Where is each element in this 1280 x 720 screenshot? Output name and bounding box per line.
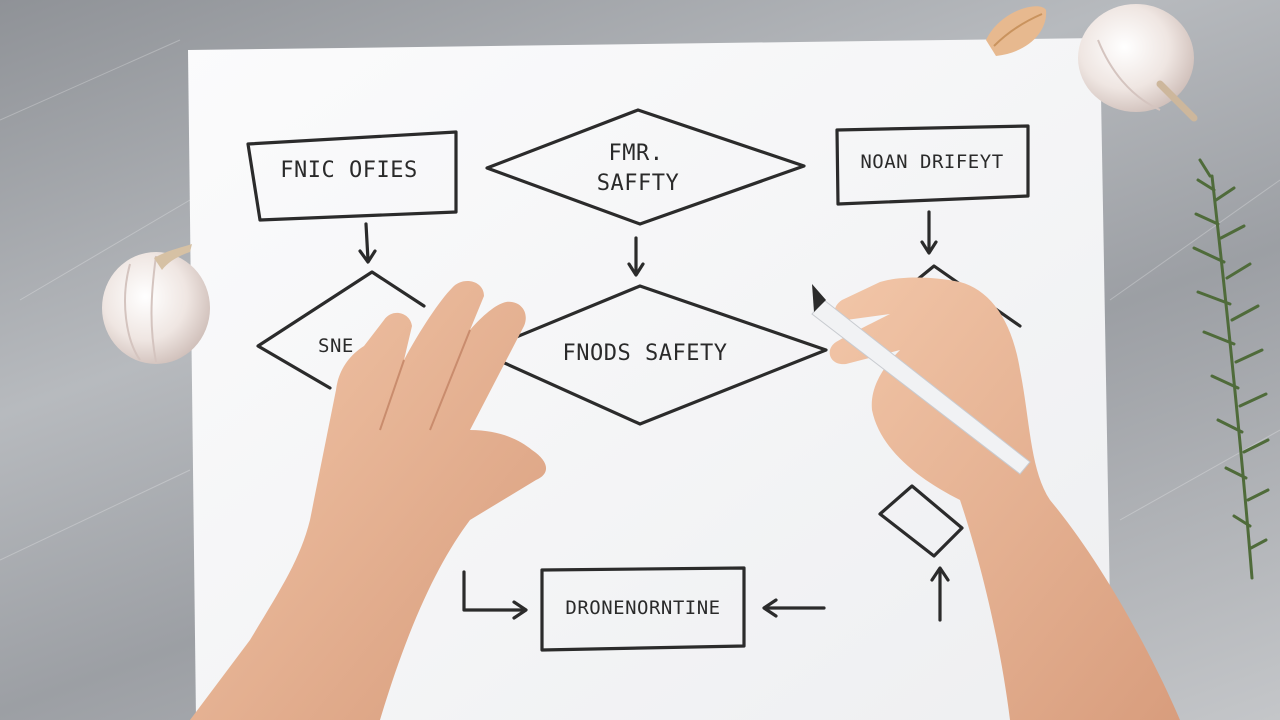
pencil <box>811 284 1031 475</box>
flowchart-box-bottom-center: DRONENORNTINE <box>540 566 746 652</box>
box-top-right-label: NOAN DRIFEYT <box>860 151 1003 173</box>
diamond-mid-left-label: SNE <box>318 335 354 357</box>
arrow-up-bottom-right <box>930 566 950 622</box>
flowchart-diamond-mid-center: FNODS SAFETY <box>478 284 828 426</box>
arrow-left-into-bottom-box <box>762 598 826 618</box>
garlic-bulb-top-right <box>1078 4 1198 122</box>
flowchart-diamond-top-center: FMR. SAFFTY <box>485 108 806 226</box>
diamond-top-center-label-line1: FMR. <box>609 141 664 166</box>
left-hand <box>190 281 547 720</box>
box-top-left-label: FNIC OFIES <box>280 158 417 183</box>
arrow-right-into-bottom-box <box>462 570 528 620</box>
flowchart-diamond-mid-left: SNE <box>256 270 426 390</box>
arrow-down-left <box>358 222 377 264</box>
flowchart-box-top-right: NOAN DRIFEYT <box>835 124 1030 206</box>
box-bottom-center-label: DRONENORNTINE <box>565 597 720 619</box>
arrow-down-right <box>920 210 938 255</box>
rosemary-sprig <box>1192 158 1270 580</box>
diamond-top-center-label-line2: SAFFTY <box>597 171 679 196</box>
arrow-down-center <box>627 236 645 277</box>
flowchart: FNIC OFIES FMR. SAFFTY NOAN DRIFEYT <box>246 108 1030 652</box>
flowchart-box-top-left: FNIC OFIES <box>246 130 458 222</box>
garlic-clove <box>986 6 1047 56</box>
flowchart-diamond-bottom-right <box>878 484 964 558</box>
diamond-mid-center-label: FNODS SAFETY <box>563 341 728 366</box>
countertop-texture <box>0 39 1280 561</box>
garlic-bulb-left <box>102 244 210 364</box>
